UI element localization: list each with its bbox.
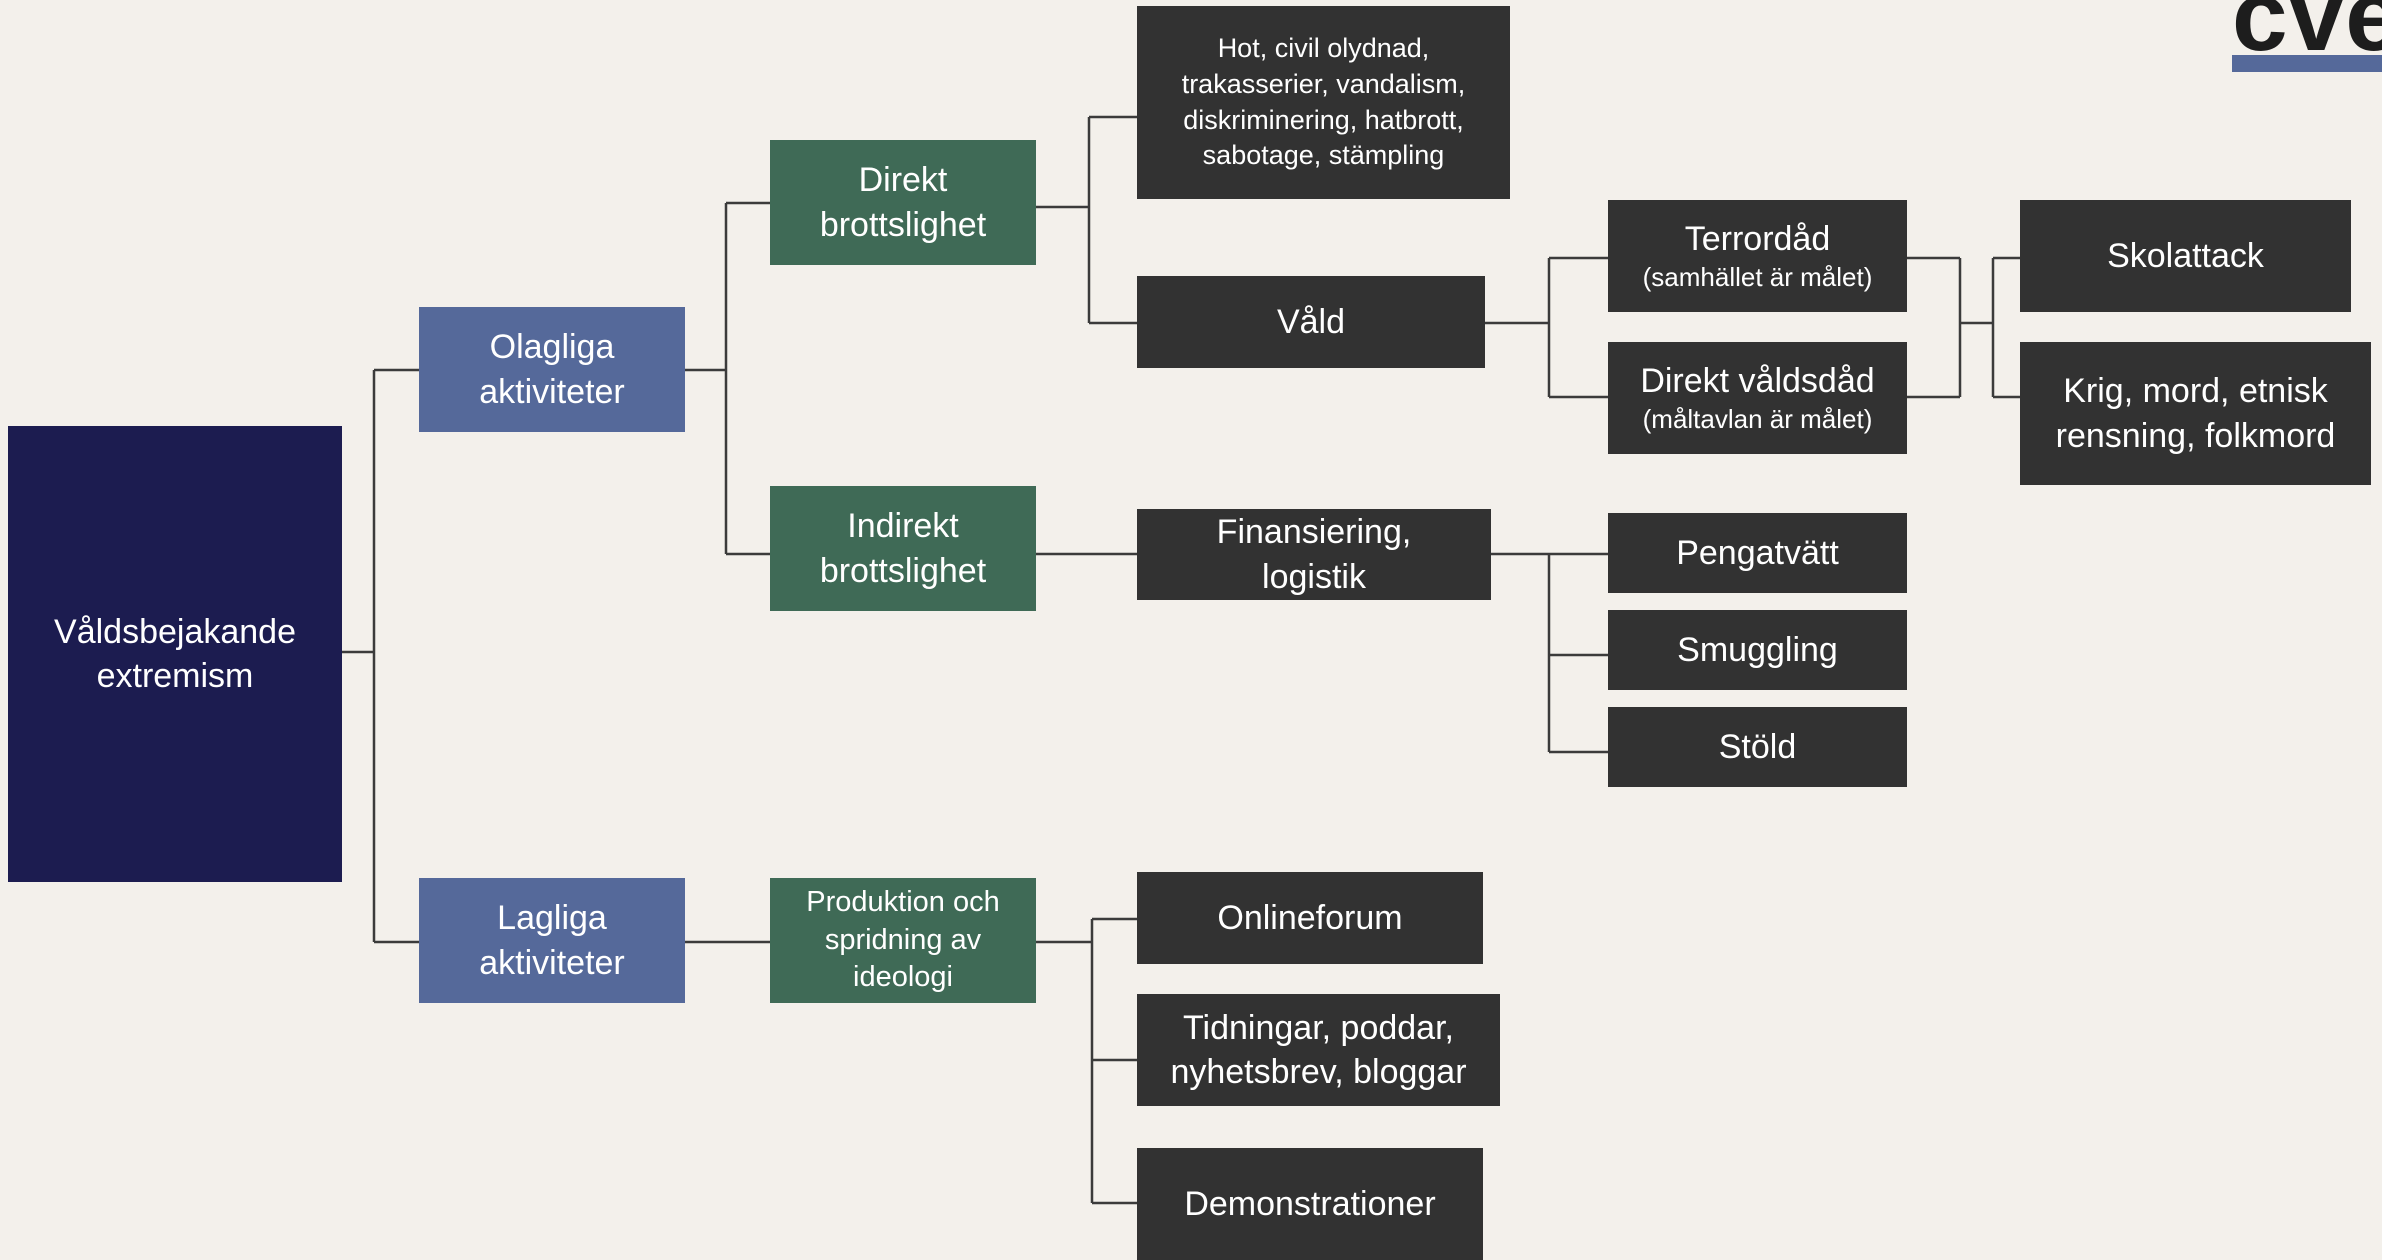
node-tidningar-poddar: Tidningar, poddar, nyhetsbrev, bloggar <box>1137 994 1500 1106</box>
node-label: Krig, mord, etnisk rensning, folkmord <box>2055 372 2336 455</box>
node-subtitle: (samhället är målet) <box>1642 262 1873 293</box>
node-label: Olagliga aktiviteter <box>479 328 625 411</box>
node-smuggling: Smuggling <box>1608 610 1907 690</box>
node-label: Smuggling <box>1677 630 1838 669</box>
cve-logo: cve <box>2232 0 2382 72</box>
node-terrordad: Terrordåd (samhället är målet) <box>1608 200 1907 312</box>
node-hot-civil-olydnad: Hot, civil olydnad, trakasserier, vandal… <box>1137 6 1510 199</box>
node-label: Indirekt brottslighet <box>819 507 987 590</box>
node-lagliga-aktiviteter: Lagliga aktiviteter <box>419 878 685 1003</box>
node-vald: Våld <box>1137 276 1485 368</box>
node-valdsbejakande-extremism: Våldsbejakande extremism <box>8 426 342 882</box>
node-label: Produktion och spridning av ideologi <box>806 885 1000 994</box>
node-direkt-valdsdad: Direkt våldsdåd (måltavlan är målet) <box>1608 342 1907 454</box>
node-skolattack: Skolattack <box>2020 200 2351 312</box>
node-stold: Stöld <box>1608 707 1907 787</box>
node-label: Tidningar, poddar, nyhetsbrev, bloggar <box>1170 1008 1467 1091</box>
node-finansiering-logistik: Finansiering, logistik <box>1137 509 1491 600</box>
node-label: Lagliga aktiviteter <box>479 899 625 982</box>
node-pengatvatt: Pengatvätt <box>1608 513 1907 593</box>
node-label: Skolattack <box>2107 236 2264 275</box>
node-title: Direkt våldsdåd <box>1640 362 1875 400</box>
node-label: Finansiering, logistik <box>1216 513 1412 596</box>
node-label: Hot, civil olydnad, trakasserier, vandal… <box>1181 33 1466 171</box>
node-direkt-brottslighet: Direkt brottslighet <box>770 140 1036 265</box>
node-label: Stöld <box>1718 727 1797 766</box>
node-label: Våld <box>1276 302 1346 341</box>
node-olagliga-aktiviteter: Olagliga aktiviteter <box>419 307 685 432</box>
node-label: Demonstrationer <box>1184 1184 1436 1223</box>
node-label: Pengatvätt <box>1676 533 1839 572</box>
node-title: Terrordåd <box>1684 220 1831 258</box>
node-label: Våldsbejakande extremism <box>54 612 296 695</box>
node-demonstrationer: Demonstrationer <box>1137 1148 1483 1260</box>
node-label: Onlineforum <box>1217 898 1403 937</box>
node-indirekt-brottslighet: Indirekt brottslighet <box>770 486 1036 611</box>
node-label: Direkt brottslighet <box>819 161 987 244</box>
node-krig-mord: Krig, mord, etnisk rensning, folkmord <box>2020 342 2371 485</box>
node-subtitle: (måltavlan är målet) <box>1642 404 1873 435</box>
node-produktion-och-spridning: Produktion och spridning av ideologi <box>770 878 1036 1003</box>
node-onlineforum: Onlineforum <box>1137 872 1483 964</box>
cve-logo-bar <box>2232 55 2382 72</box>
